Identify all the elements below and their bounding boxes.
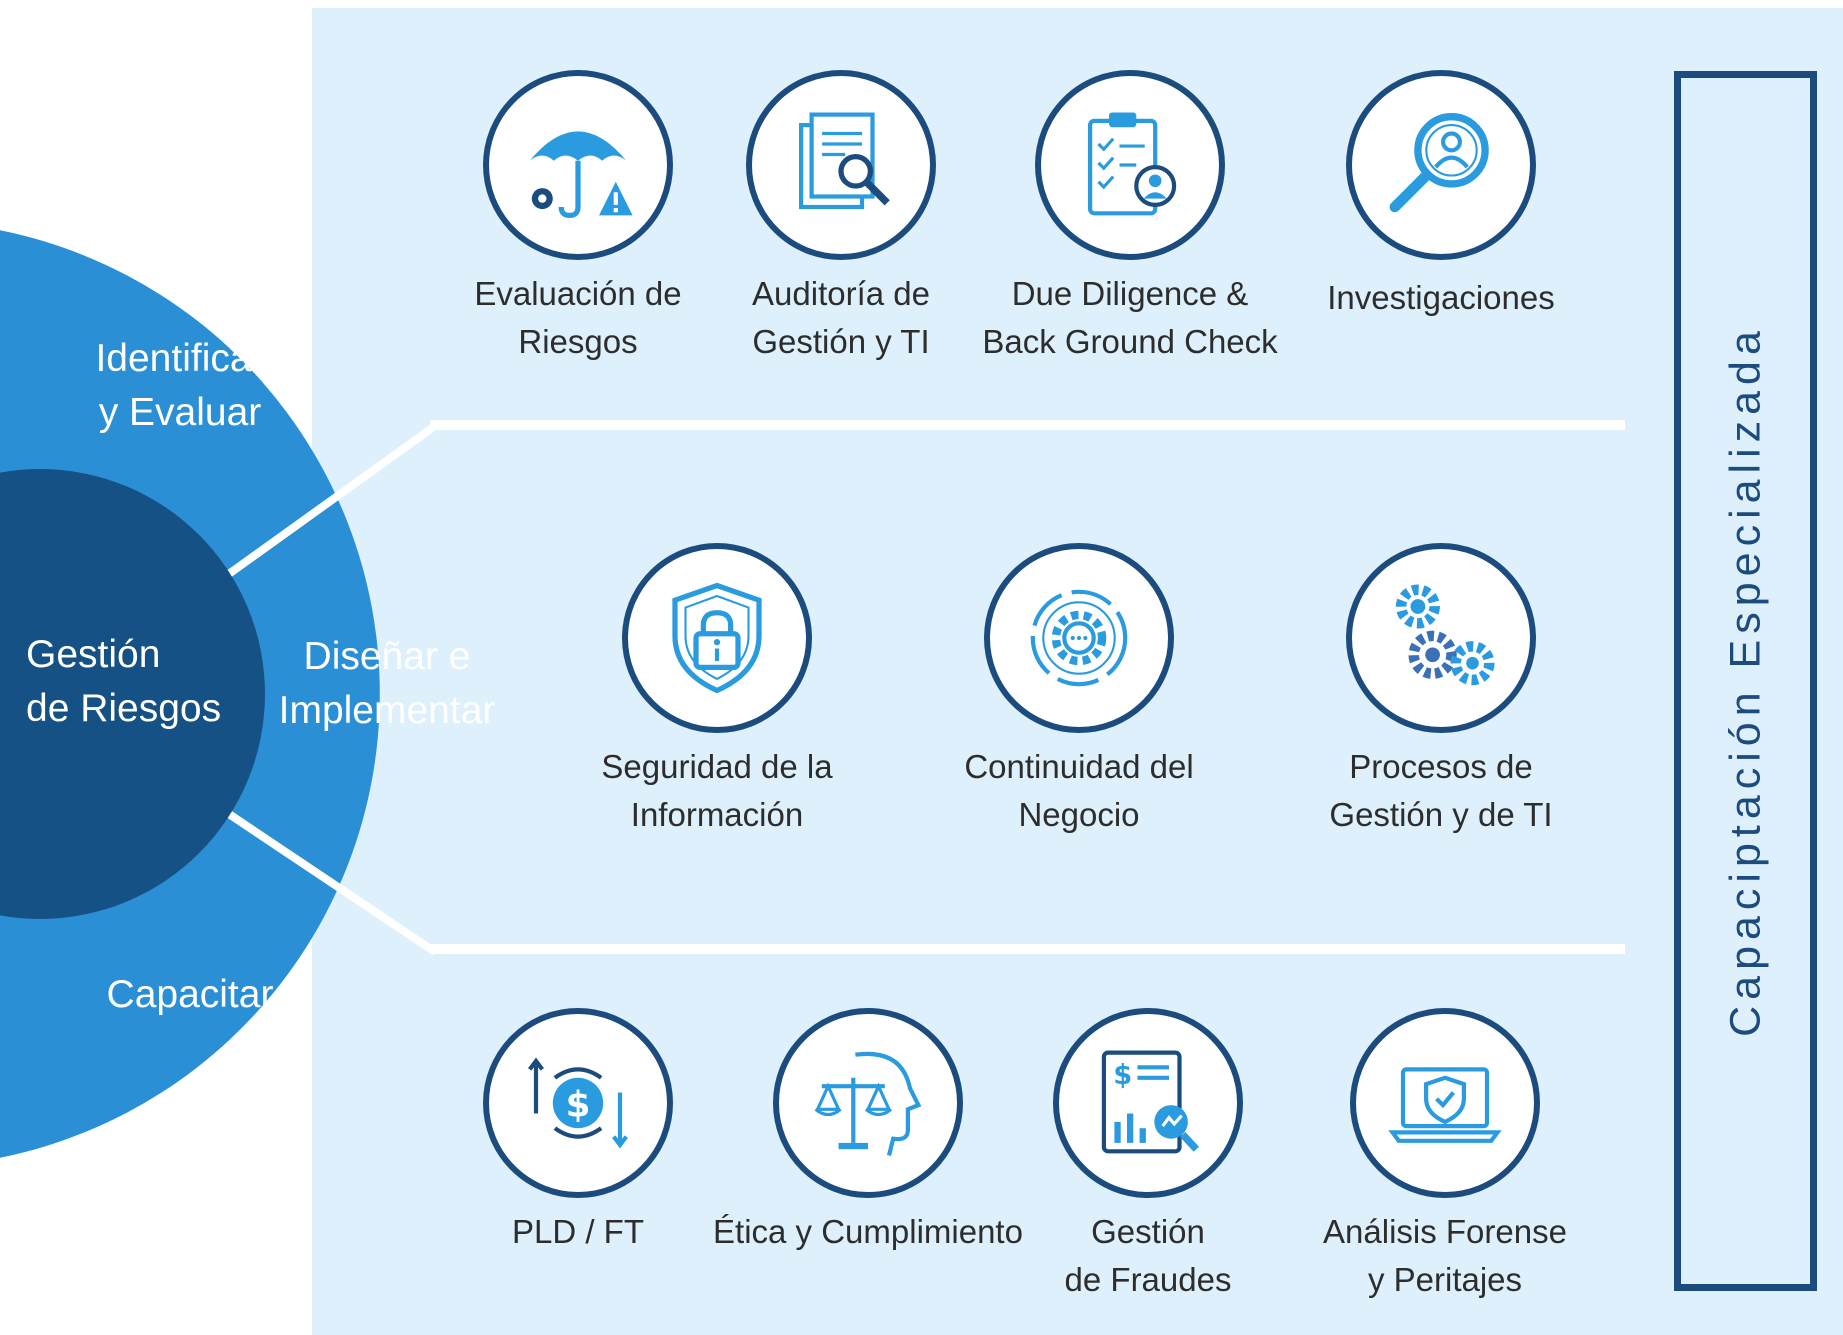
center-circle — [0, 469, 265, 919]
svg-text:$: $ — [1113, 1060, 1132, 1091]
service-label: Evaluación de Riesgos — [474, 275, 682, 360]
segment-divider-upper — [223, 422, 438, 580]
service-procesos-gestion: Procesos de Gestión y de TI — [1276, 543, 1606, 839]
service-label: Auditoría de Gestión y TI — [752, 275, 930, 360]
gears-icon — [1395, 584, 1495, 686]
service-seguridad-informacion: Seguridad de la Información — [552, 543, 882, 839]
row-divider-bottom — [430, 944, 1625, 954]
laptop-shield-icon — [1388, 1067, 1502, 1143]
icon-ring — [1350, 1008, 1540, 1198]
service-label: Seguridad de la Información — [601, 748, 833, 833]
service-investigaciones: Investigaciones — [1276, 70, 1606, 322]
wheel-segment-disenar: Diseñar e Implementar — [278, 635, 496, 732]
wheel-segment-capacitar: Capacitar — [106, 973, 274, 1016]
service-label: Análisis Forense y Peritajes — [1323, 1213, 1567, 1298]
service-label: PLD / FT — [511, 1213, 645, 1250]
specialized-training-title: Capaciptación Especializada — [1721, 325, 1769, 1037]
service-label: Due Diligence & Back Ground Check — [982, 275, 1278, 360]
service-auditoria: Auditoría de Gestión y TI — [676, 70, 1006, 366]
icon-ring — [746, 70, 936, 260]
service-evaluacion-riesgos: Evaluación de Riesgos — [413, 70, 743, 366]
gear-cycle-icon — [1030, 589, 1128, 687]
icon-ring — [984, 543, 1174, 733]
row-divider-top — [430, 420, 1625, 430]
service-label: Continuidad del Negocio — [964, 748, 1194, 833]
service-gestion-fraudes: $ Gestión de Fraudes — [983, 1008, 1313, 1304]
umbrella-risk-icon — [529, 131, 633, 219]
service-label: Ética y Cumplimiento — [713, 1213, 1023, 1250]
icon-ring — [1346, 70, 1536, 260]
icon-ring — [1346, 543, 1536, 733]
wheel-segment-identificar: Identificar y Evaluar — [95, 337, 265, 434]
icon-ring — [1035, 70, 1225, 260]
icon-ring — [483, 70, 673, 260]
service-analisis-forense: Análisis Forense y Peritajes — [1280, 1008, 1610, 1304]
risk-management-wheel — [0, 230, 438, 1158]
service-etica-cumplimiento: Ética y Cumplimiento — [703, 1008, 1033, 1256]
document-search-icon — [799, 112, 890, 210]
service-label: Investigaciones — [1327, 279, 1555, 316]
service-due-diligence: Due Diligence & Back Ground Check — [965, 70, 1295, 366]
shield-lock-icon — [672, 582, 762, 694]
icon-ring: $ — [483, 1008, 673, 1198]
segment-divider-lower — [223, 808, 438, 956]
icon-ring — [773, 1008, 963, 1198]
wheel-center-label: Gestión de Riesgos — [26, 633, 222, 730]
service-pld-ft: $ PLD / FT — [413, 1008, 743, 1256]
service-continuidad-negocio: Continuidad del Negocio — [914, 543, 1244, 839]
icon-ring — [622, 543, 812, 733]
clipboard-person-icon — [1088, 112, 1177, 216]
specialized-training-box: Capaciptación Especializada — [1674, 71, 1817, 1291]
service-label: Procesos de Gestión y de TI — [1329, 748, 1553, 833]
icon-ring: $ — [1053, 1008, 1243, 1198]
dollar-arrows-icon: $ — [528, 1057, 628, 1149]
report-chart-icon: $ — [1101, 1050, 1199, 1154]
magnifier-person-icon — [1389, 113, 1489, 213]
svg-text:$: $ — [566, 1085, 591, 1126]
scales-head-icon — [814, 1051, 922, 1157]
service-label: Gestión de Fraudes — [1064, 1213, 1232, 1298]
